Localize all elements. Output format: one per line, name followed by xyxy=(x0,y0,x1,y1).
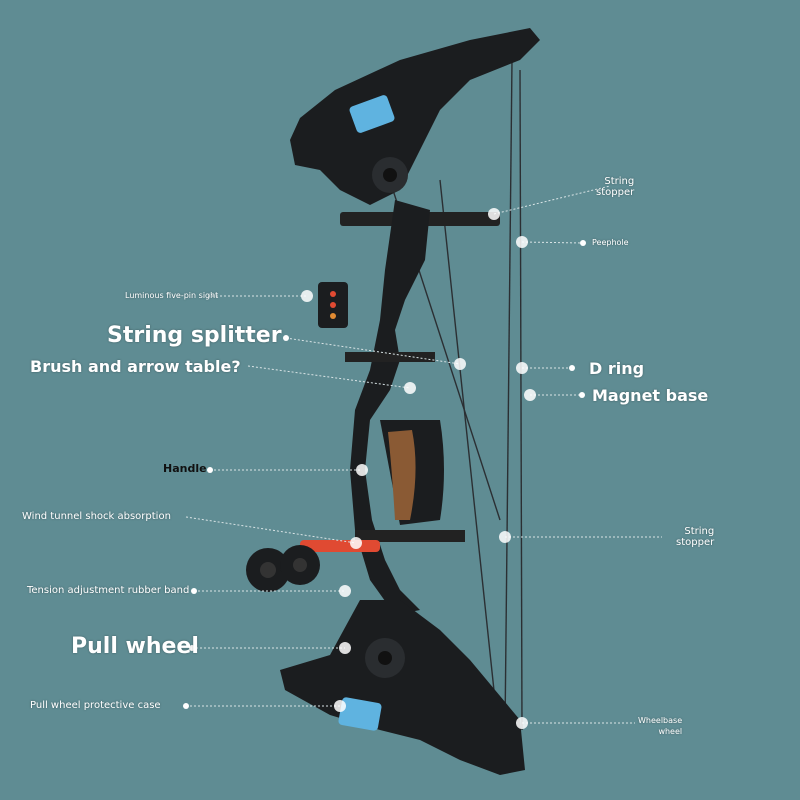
dot-d-ring xyxy=(516,362,528,374)
label-pull-wheel: Pull wheel xyxy=(71,634,199,659)
dot-case-end xyxy=(183,703,189,709)
dot-tension-end xyxy=(191,588,197,594)
dot-peephole xyxy=(516,236,528,248)
label-brush-arrow-table: Brush and arrow table? xyxy=(30,357,241,376)
dot-handle xyxy=(356,464,368,476)
label-string-stopper-bottom: String stopper xyxy=(676,526,715,548)
label-handle: Handle xyxy=(163,462,207,475)
label-string-stopper-top: String stopper xyxy=(596,176,635,198)
label-tension-band: Tension adjustment rubber band xyxy=(27,585,190,596)
wooden-grip xyxy=(388,430,416,520)
dot-string-stopper-top xyxy=(488,208,500,220)
dot-wind-tunnel xyxy=(350,537,362,549)
dot-pull-wheel xyxy=(339,642,351,654)
label-peephole: Peephole xyxy=(592,238,629,247)
label-wheelbase-wheel: Wheelbase wheel xyxy=(638,716,683,736)
dot-wheelbase xyxy=(516,717,528,729)
dot-pull-wheel-end xyxy=(189,645,195,651)
dot-arrow-table xyxy=(404,382,416,394)
dot-handle-end xyxy=(207,467,213,473)
upper-cam-assembly xyxy=(290,28,540,226)
marker-dots xyxy=(183,208,586,729)
label-d-ring: D ring xyxy=(589,359,645,378)
label-wind-tunnel: Wind tunnel shock absorption xyxy=(22,511,171,522)
label-magnet-base: Magnet base xyxy=(592,386,709,405)
dot-case xyxy=(334,700,346,712)
tension-dampers xyxy=(246,540,380,592)
label-string-splitter: String splitter xyxy=(107,323,282,348)
dot-tension xyxy=(339,585,351,597)
dot-string-stopper-bottom xyxy=(499,531,511,543)
upper-brand-plate xyxy=(349,95,395,133)
dot-d-ring-end xyxy=(569,365,575,371)
leader-lines xyxy=(185,185,662,724)
label-five-pin-sight: Luminous five-pin sight xyxy=(125,291,219,300)
dot-peephole-end xyxy=(580,240,586,246)
dot-splitter xyxy=(454,358,466,370)
lower-cam-assembly xyxy=(280,600,525,775)
dot-splitter-end xyxy=(283,335,289,341)
label-pull-wheel-case: Pull wheel protective case xyxy=(30,700,161,711)
dot-magnet-base-end xyxy=(579,392,585,398)
dot-sight xyxy=(301,290,313,302)
five-pin-sight xyxy=(318,282,348,328)
lower-brand-plate xyxy=(338,697,382,731)
dot-magnet-base xyxy=(524,389,536,401)
bow-riser xyxy=(345,200,465,615)
